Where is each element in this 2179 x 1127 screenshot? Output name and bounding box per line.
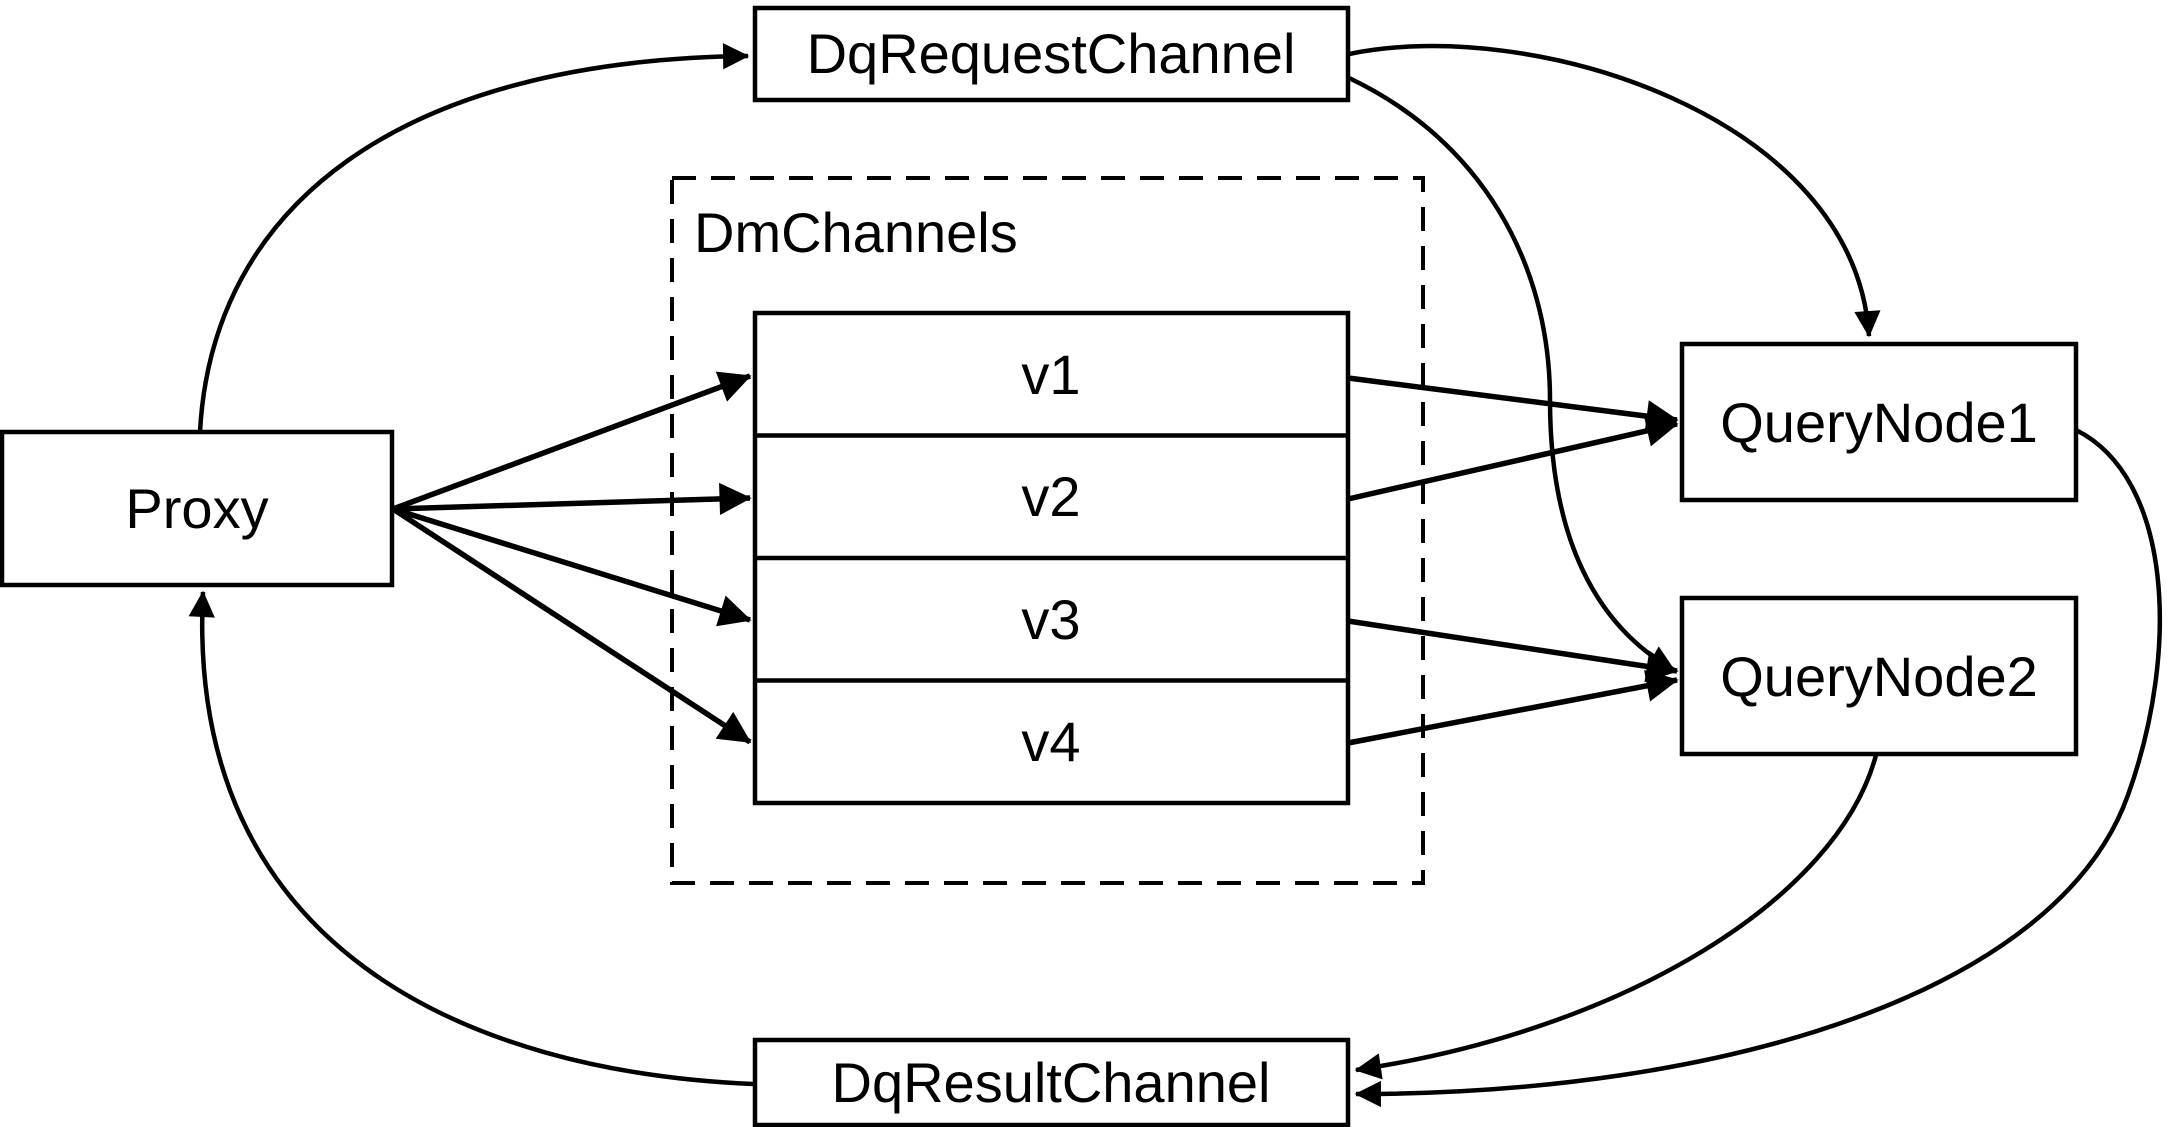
edge-proxy-to-v2	[392, 482, 752, 515]
dm-channels-group-label: DmChannels	[694, 201, 1018, 264]
channel-v2-label: v2	[1021, 465, 1080, 528]
node-dq-result-channel-label: DqResultChannel	[832, 1051, 1271, 1114]
edge-dq-request-channel-to-query-node-2	[1348, 75, 1676, 672]
node-query-node-2	[1679, 595, 2079, 757]
edge-v3-to-query-node-2	[1347, 618, 1679, 683]
node-dq-request-channel	[752, 5, 1351, 103]
edge-proxy-to-v4	[391, 506, 752, 745]
edge-v4-to-query-node-2	[1347, 669, 1679, 746]
node-dq-result-channel	[752, 1037, 1351, 1127]
node-proxy	[0, 429, 395, 588]
node-proxy-label: Proxy	[125, 477, 268, 540]
dm-channels-group-box	[670, 176, 1425, 885]
edge-query-node-2-to-dq-result-channel	[1354, 754, 1879, 1080]
channel-v3-label: v3	[1021, 588, 1080, 651]
node-query-node-1	[1679, 341, 2079, 503]
node-dq-request-channel-label: DqRequestChannel	[807, 22, 1296, 85]
edge-v2-to-query-node-1	[1347, 415, 1679, 502]
edge-proxy-to-v1	[392, 371, 752, 512]
edge-dq-result-channel-to-proxy	[188, 590, 754, 1087]
channel-v1-label: v1	[1021, 343, 1080, 406]
node-query-node-2-label: QueryNode2	[1720, 645, 2038, 708]
edge-query-node-1-to-dq-result-channel	[1354, 427, 2163, 1108]
edge-dq-request-channel-to-query-node-1	[1348, 43, 1881, 338]
node-query-node-1-label: QueryNode1	[1720, 391, 2038, 454]
edge-proxy-to-dq-request-channel	[197, 43, 750, 433]
edge-proxy-to-v3	[392, 506, 752, 627]
channel-v4-label: v4	[1021, 710, 1080, 773]
edge-v1-to-query-node-1	[1347, 375, 1679, 433]
